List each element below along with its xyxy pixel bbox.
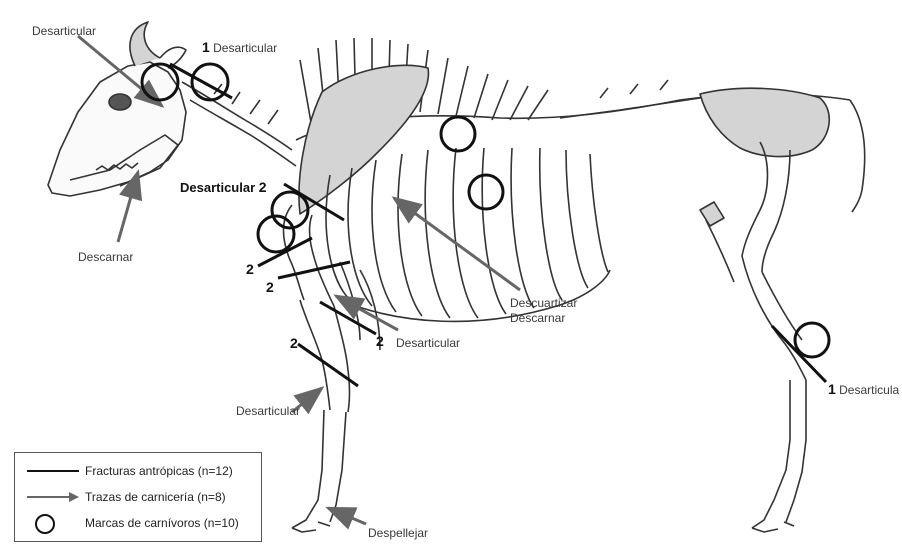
legend-circle-icon <box>25 513 81 535</box>
fracture-metacarpal <box>298 344 358 386</box>
horn <box>130 22 160 66</box>
legend-item-carnivore: Marcas de carnívoros (n=10) <box>15 513 261 533</box>
fracture-elbow <box>278 262 350 278</box>
label-metacarpal-number: 2 <box>290 336 298 350</box>
label-quarter-deflesh: Descarnar <box>510 311 565 325</box>
fracture-carpal <box>320 302 376 334</box>
label-quarter: Descuartizar <box>510 296 577 310</box>
legend-label-fracture: Fracturas antrópicas (n=12) <box>85 464 233 478</box>
tail <box>850 100 865 212</box>
label-carpal-number: 2 <box>376 334 384 348</box>
legend-item-butchery: Trazas de carnicería (n=8) <box>15 487 261 507</box>
label-humerus-number: 2 <box>246 262 254 276</box>
legend-item-fracture: Fracturas antrópicas (n=12) <box>15 461 261 481</box>
label-hind: 1 Desarticula <box>828 382 899 397</box>
ribs <box>326 148 608 318</box>
carnivore-mark-hock <box>795 323 829 357</box>
carnivore-mark-neck <box>192 64 228 100</box>
label-skull-disarticulate: Desarticular <box>32 24 96 38</box>
arrow-quarter-deflesh <box>394 198 520 290</box>
label-skin: Despellejar <box>368 526 428 540</box>
hindlimb-far <box>700 202 734 282</box>
label-elbow-number: 2 <box>266 280 274 294</box>
carnivore-mark-rib <box>469 175 503 209</box>
arrow-skin <box>328 508 366 524</box>
label-neck: 1 Desarticular <box>202 40 277 55</box>
label-deflesh-head: Descarnar <box>78 250 133 264</box>
label-hind-disarticulate: Desarticula <box>839 383 899 397</box>
label-metacarpal-disarticulate: Desarticular <box>236 404 300 418</box>
skull <box>48 62 186 196</box>
legend-arrow-icon <box>25 487 81 507</box>
legend-label-carnivore: Marcas de carnívoros (n=10) <box>85 516 239 530</box>
eye-socket <box>109 94 131 110</box>
legend: Fracturas antrópicas (n=12) Trazas de ca… <box>14 452 262 542</box>
label-shoulder-disarticulate: Desarticular <box>180 180 255 195</box>
legend-label-butchery: Trazas de carnicería (n=8) <box>85 490 226 504</box>
legend-line-icon <box>25 461 81 481</box>
label-carpal-disarticulate: Desarticular <box>396 336 460 350</box>
carnivore-mark-spine <box>441 117 475 151</box>
forelimb <box>284 205 350 532</box>
label-hind-number: 1 <box>828 381 836 397</box>
scapula <box>299 65 428 214</box>
label-neck-number: 1 <box>202 39 210 55</box>
fracture-hind <box>772 326 826 382</box>
label-neck-disarticulate: Desarticular <box>213 41 277 55</box>
forelimb-far <box>340 262 380 350</box>
lumbar-spine <box>560 80 700 118</box>
label-shoulder-number: 2 <box>259 179 267 195</box>
pelvis <box>700 88 829 156</box>
label-shoulder: Desarticular 2 <box>180 180 267 195</box>
